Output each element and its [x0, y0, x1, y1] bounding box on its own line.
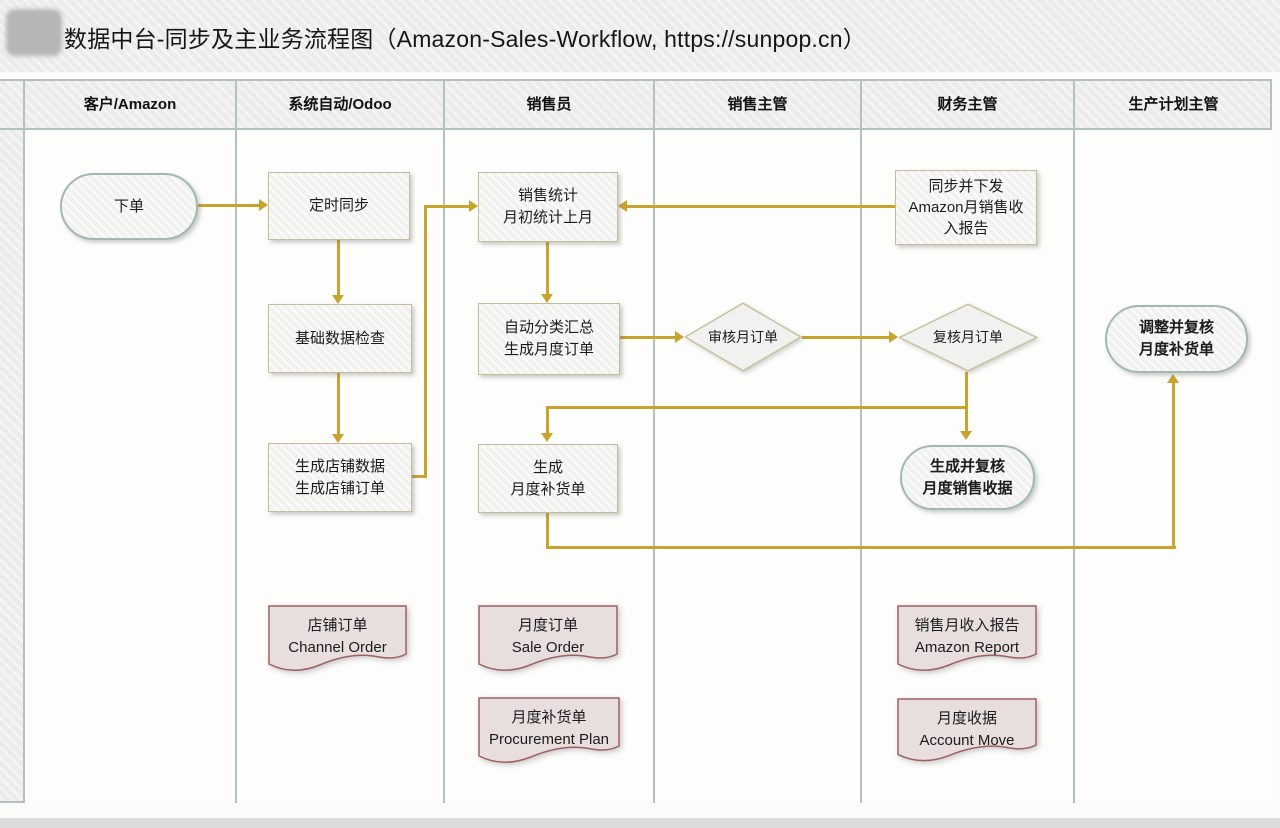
lane-border	[1073, 79, 1075, 803]
connector-segment	[198, 204, 259, 207]
arrowhead-up-icon	[1167, 374, 1179, 383]
connector-segment	[627, 205, 895, 208]
node-generate-replenishment: 生成 月度补货单	[478, 444, 618, 513]
lane-header-salesperson: 销售员	[526, 96, 572, 113]
lane-header-production-planner: 生产计划主管	[1128, 96, 1219, 113]
node-label: 审核月订单	[708, 328, 778, 345]
node-label: 销售月收入报告 Amazon Report	[914, 617, 1020, 656]
right-margin	[1272, 72, 1280, 828]
connector-segment	[546, 546, 1176, 549]
node-label: 自动分类汇总 生成月度订单	[503, 319, 594, 358]
arrowhead-down-icon	[332, 295, 344, 304]
connector-segment	[546, 513, 549, 549]
node-scheduled-sync: 定时同步	[268, 172, 410, 240]
lane-border	[443, 79, 445, 803]
arrowhead-down-icon	[541, 294, 553, 303]
node-label: 生成并复核 月度销售收据	[922, 457, 1013, 497]
arrowhead-right-icon	[675, 331, 684, 343]
document-shape	[478, 605, 618, 678]
node-base-data-check: 基础数据检查	[268, 304, 412, 373]
connector-segment	[546, 406, 549, 433]
doc-procurement-plan: 月度补货单 Procurement Plan	[478, 697, 620, 770]
page-title: 数据中台-同步及主业务流程图（Amazon-Sales-Workflow, ht…	[64, 26, 866, 52]
bottom-margin	[0, 803, 1280, 818]
node-label: 调整并复核 月度补货单	[1138, 319, 1214, 358]
arrowhead-right-icon	[889, 331, 898, 343]
node-label: 生成店铺数据 生成店铺订单	[294, 457, 385, 497]
doc-channel-order: 店铺订单 Channel Order	[268, 605, 407, 678]
document-shape	[897, 605, 1037, 678]
doc-sale-order: 月度订单 Sale Order	[478, 605, 618, 678]
node-label: 下单	[113, 197, 144, 215]
header-divider	[0, 128, 1272, 130]
connector-segment	[620, 336, 675, 339]
redacted-logo	[6, 9, 62, 56]
node-generate-receipt: 生成并复核 月度销售收据	[900, 445, 1035, 510]
lane-border	[23, 79, 25, 803]
node-sales-stats: 销售统计 月初统计上月	[478, 172, 618, 242]
lane-header-customer-amazon: 客户/Amazon	[83, 96, 177, 113]
lane-border	[860, 79, 862, 803]
document-shape	[897, 698, 1037, 768]
connector-segment	[410, 475, 427, 478]
title-bar: 数据中台-同步及主业务流程图（Amazon-Sales-Workflow, ht…	[0, 0, 1280, 72]
lane-border	[653, 79, 655, 803]
node-label: 月度补货单 Procurement Plan	[488, 709, 610, 748]
node-auto-group: 自动分类汇总 生成月度订单	[478, 303, 620, 375]
node-label: 定时同步	[308, 197, 369, 215]
connector-segment	[424, 205, 469, 208]
lane-header-sales-manager: 销售主管	[727, 96, 788, 113]
connector-segment	[965, 372, 968, 431]
arrowhead-right-icon	[469, 200, 478, 212]
node-sync-report: 同步并下发 Amazon月销售收 入报告	[895, 170, 1037, 245]
node-generate-shop-data: 生成店铺数据 生成店铺订单	[268, 443, 412, 512]
node-label: 同步并下发 Amazon月销售收 入报告	[908, 178, 1024, 237]
connector-segment	[802, 336, 889, 339]
title-divider	[0, 72, 1280, 79]
node-label: 月度订单 Sale Order	[511, 617, 585, 656]
node-adjust-replenishment: 调整并复核 月度补货单	[1105, 305, 1248, 373]
arrowhead-down-icon	[960, 431, 972, 440]
diamond-shape	[684, 302, 802, 372]
node-label: 复核月订单	[933, 329, 1003, 346]
arrowhead-right-icon	[259, 199, 268, 211]
arrowhead-down-icon	[332, 434, 344, 443]
lane-body-background	[25, 130, 1272, 803]
connector-segment	[1172, 383, 1175, 549]
document-shape	[478, 697, 620, 770]
document-shape	[268, 605, 407, 678]
connector-segment	[546, 406, 967, 409]
connector-segment	[546, 242, 549, 294]
node-label: 月度收据 Account Move	[919, 710, 1015, 749]
arrowhead-down-icon	[541, 433, 553, 442]
lane-header-system-odoo: 系统自动/Odoo	[288, 96, 392, 113]
node-label: 店铺订单 Channel Order	[288, 617, 387, 656]
lane-border	[235, 79, 237, 803]
lane-header-finance-manager: 财务主管	[937, 96, 998, 113]
node-recheck-monthly-order: 复核月订单	[898, 303, 1038, 372]
doc-account-move: 月度收据 Account Move	[897, 698, 1037, 768]
connector-segment	[424, 205, 427, 478]
doc-amazon-report: 销售月收入报告 Amazon Report	[897, 605, 1037, 678]
node-place-order: 下单	[60, 173, 198, 240]
diamond-shape	[898, 303, 1038, 372]
bottom-strip	[0, 818, 1280, 828]
node-label: 生成 月度补货单	[510, 458, 586, 498]
node-label: 销售统计 月初统计上月	[502, 187, 593, 226]
connector-segment	[337, 373, 340, 434]
node-review-monthly-order: 审核月订单	[684, 302, 802, 372]
arrowhead-left-icon	[618, 200, 627, 212]
connector-segment	[337, 240, 340, 295]
node-label: 基础数据检查	[294, 329, 385, 347]
